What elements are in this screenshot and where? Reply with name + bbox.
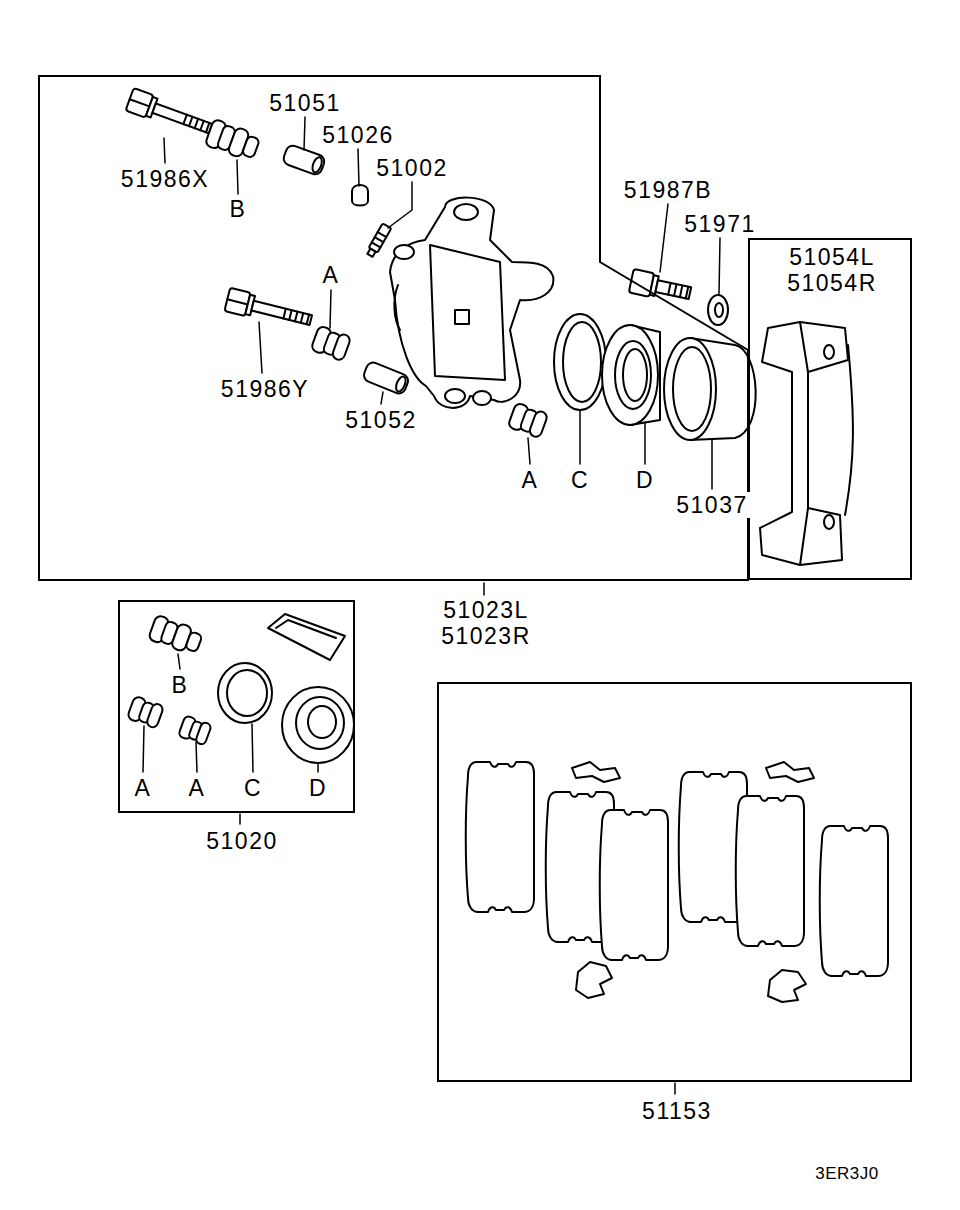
callout-number: B [170, 672, 191, 698]
grease-packet [268, 614, 345, 660]
callout-number: 51971 [682, 211, 757, 237]
callout-number: C [242, 775, 264, 801]
drawing-code: 3ER3J0 [813, 1164, 880, 1184]
part-number: 51153 [620, 1098, 734, 1124]
callout-number: D [634, 467, 656, 493]
washer [708, 295, 728, 325]
bleeder-cap [352, 185, 368, 206]
kit-box: 51054L 51054R [748, 238, 912, 580]
callout-number: 51987B [622, 177, 714, 203]
brake-pads [466, 762, 888, 976]
bracket-bolt [629, 269, 693, 305]
pin-boot [148, 615, 204, 657]
callout-number: 51037 [674, 492, 749, 518]
callout-number: 51052 [343, 407, 418, 433]
piston-boot [282, 687, 354, 763]
callout-number: 51026 [320, 122, 395, 148]
assembly-border-line [39, 76, 748, 580]
guide-bolt [126, 88, 215, 140]
callout-number: B [228, 196, 249, 222]
piston [664, 338, 756, 440]
callout-number: A [133, 775, 154, 801]
callout-number: 51986Y [219, 376, 311, 402]
callout-number: A [520, 467, 541, 493]
callout-number: 51002 [374, 155, 449, 181]
callout-number: D [307, 775, 329, 801]
piston-boot [602, 325, 660, 425]
kit-box: 51153 [437, 682, 912, 1082]
assembly-border [38, 75, 914, 584]
pad-clips [572, 762, 814, 1002]
pin-boot [127, 696, 164, 729]
part-number: 51020 [185, 828, 299, 854]
caliper-body [390, 198, 553, 408]
guide-bolt [224, 288, 313, 332]
assembly-outline: 51023L 51023R51054L 51054R [38, 75, 912, 582]
callout-number: 51986X [119, 166, 211, 192]
guide-pin [362, 360, 410, 395]
callout-number: A [321, 262, 342, 288]
pin-boot [311, 325, 352, 361]
pin-boot [508, 402, 549, 438]
bleeder-screw [366, 223, 392, 257]
callout-number: A [187, 775, 208, 801]
piston-seal [218, 663, 272, 723]
callout-number: C [569, 467, 591, 493]
caliper-bracket [760, 322, 853, 565]
part-number: 51054L 51054R [780, 244, 884, 297]
part-number: 51023L 51023R [429, 597, 543, 650]
pin-boot [205, 119, 262, 162]
leader-lines [143, 117, 720, 1094]
callout-number: 51051 [267, 90, 342, 116]
piston-seal [554, 314, 606, 410]
pin-boot [178, 715, 212, 745]
